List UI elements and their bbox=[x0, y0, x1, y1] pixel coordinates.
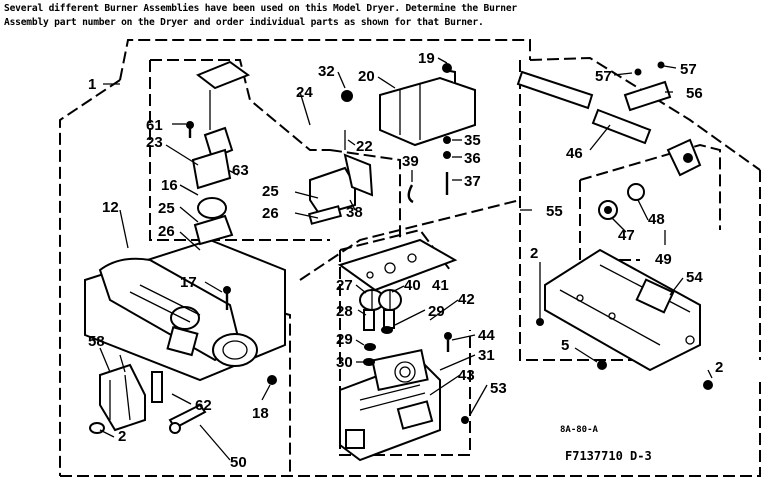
callout-38: 38 bbox=[346, 204, 363, 221]
callout-61: 61 bbox=[146, 117, 163, 134]
callout-42: 42 bbox=[458, 291, 475, 308]
valve-coils bbox=[359, 289, 402, 366]
callout-57-right: 57 bbox=[680, 61, 697, 78]
header-line-2: Assembly part number on the Dryer and or… bbox=[4, 17, 484, 28]
callout-28: 28 bbox=[336, 303, 353, 320]
callout-35: 35 bbox=[464, 132, 481, 149]
callout-16: 16 bbox=[161, 177, 178, 194]
callout-32: 32 bbox=[318, 63, 335, 80]
bracket-58 bbox=[99, 363, 146, 432]
callout-18: 18 bbox=[252, 405, 269, 422]
callout-26-left: 26 bbox=[158, 223, 175, 240]
callout-31: 31 bbox=[478, 347, 495, 364]
callout-50: 50 bbox=[230, 454, 247, 471]
callout-48: 48 bbox=[648, 211, 665, 228]
callout-20: 20 bbox=[358, 68, 375, 85]
callout-56: 56 bbox=[686, 85, 703, 102]
ignitor-subassembly-boundary bbox=[149, 59, 401, 241]
burner-tube bbox=[84, 238, 286, 382]
screw-50 bbox=[168, 403, 207, 434]
diagram-header: Several different Burner Assemblies have… bbox=[4, 2, 780, 30]
callout-30: 30 bbox=[336, 354, 353, 371]
small-fasteners bbox=[186, 63, 713, 424]
callout-36: 36 bbox=[464, 150, 481, 167]
callout-12: 12 bbox=[102, 199, 119, 216]
callout-29-right: 29 bbox=[428, 303, 445, 320]
valve-subassembly-boundary bbox=[339, 228, 471, 456]
callout-44: 44 bbox=[478, 327, 495, 344]
leader-lines bbox=[99, 57, 713, 461]
callout-58: 58 bbox=[88, 333, 105, 350]
callout-2-bottom-left: 2 bbox=[118, 428, 126, 445]
part-callouts: 1 2 2 2 5 12 16 17 18 19 20 22 23 24 25 … bbox=[88, 50, 723, 471]
callout-46: 46 bbox=[566, 145, 583, 162]
diagram-code: 8A-80-A bbox=[560, 425, 599, 435]
callout-19: 19 bbox=[418, 50, 435, 67]
callout-47: 47 bbox=[618, 227, 635, 244]
callout-55: 55 bbox=[546, 203, 563, 220]
orifice-parts bbox=[598, 138, 702, 220]
callout-2-right: 2 bbox=[715, 359, 723, 376]
callout-2-bracket: 2 bbox=[530, 245, 538, 262]
pin-62 bbox=[151, 371, 163, 403]
callout-29-left: 29 bbox=[336, 331, 353, 348]
callout-54: 54 bbox=[686, 269, 703, 286]
ignitor bbox=[307, 130, 374, 225]
callout-39: 39 bbox=[402, 153, 419, 170]
gas-valve bbox=[339, 348, 441, 462]
callout-22: 22 bbox=[356, 138, 373, 155]
burner-mounting-bracket bbox=[544, 248, 701, 372]
callout-41: 41 bbox=[432, 277, 449, 294]
callout-63: 63 bbox=[232, 162, 249, 179]
callout-62: 62 bbox=[195, 397, 212, 414]
callout-27: 27 bbox=[336, 277, 353, 294]
callout-40: 40 bbox=[404, 277, 421, 294]
callout-26-mid: 26 bbox=[262, 205, 279, 222]
callout-57-left: 57 bbox=[595, 68, 612, 85]
callout-25-mid: 25 bbox=[262, 183, 279, 200]
switch-56 bbox=[623, 61, 672, 112]
callout-53: 53 bbox=[490, 380, 507, 397]
callout-37: 37 bbox=[464, 173, 481, 190]
callout-24: 24 bbox=[296, 84, 313, 101]
header-line-1: Several different Burner Assemblies have… bbox=[4, 3, 517, 14]
callout-25-left: 25 bbox=[158, 200, 175, 217]
callout-23: 23 bbox=[146, 134, 163, 151]
callout-43: 43 bbox=[458, 367, 475, 384]
model-number: F7137710 D-3 bbox=[565, 449, 652, 463]
flame-sensor-housing bbox=[341, 69, 476, 147]
callout-5: 5 bbox=[561, 337, 569, 354]
callout-49: 49 bbox=[655, 251, 672, 268]
callout-1: 1 bbox=[88, 76, 96, 93]
burner-assembly-boundary bbox=[59, 39, 761, 477]
callout-17: 17 bbox=[180, 274, 197, 291]
sensor-bracket bbox=[191, 60, 251, 246]
crossover-tubes bbox=[516, 70, 652, 145]
valve-mounting-plate bbox=[337, 238, 458, 292]
